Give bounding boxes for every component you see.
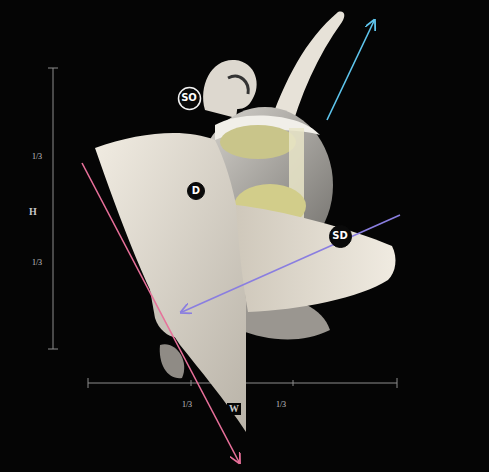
dimension-fraction: 1/3 — [30, 152, 44, 162]
yellow-disc — [220, 125, 296, 159]
dimension-fraction: 1/3 — [180, 400, 194, 410]
callout-circle: SD — [328, 224, 353, 249]
callout-circle: D — [186, 181, 206, 201]
cone — [236, 205, 395, 312]
dimension-fraction: 1/3 — [30, 258, 44, 268]
direction-arrow — [182, 215, 400, 312]
dimension-name: H — [27, 206, 39, 218]
callout-circle: SO — [177, 86, 202, 111]
direction-arrow — [327, 21, 374, 120]
circle-shape — [178, 87, 200, 109]
direction-arrow — [82, 163, 239, 462]
wing — [95, 133, 246, 432]
callout-letter: SO — [181, 93, 197, 103]
dimension-fraction: 1/3 — [274, 400, 288, 410]
dimension-name: W — [227, 403, 241, 415]
circle-shape — [329, 225, 351, 247]
ear-groove — [228, 76, 248, 94]
callout-letter: SD — [332, 231, 348, 241]
callout-letter: D — [192, 186, 200, 196]
circle-shape — [188, 183, 205, 200]
